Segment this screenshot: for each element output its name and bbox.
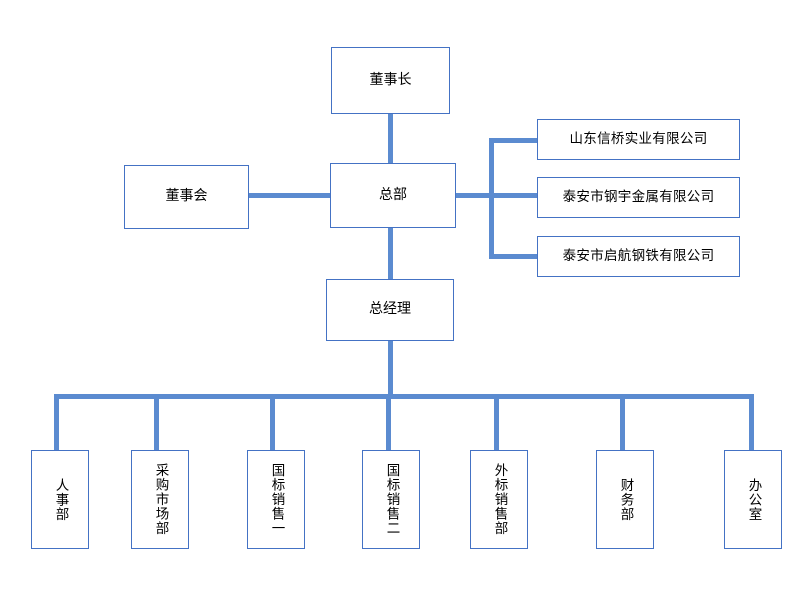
connector-department-drop-5 (494, 394, 499, 452)
node-subsidiary-1[interactable]: 山东信桥实业有限公司 (537, 119, 740, 160)
connector-department-drop-6 (620, 394, 625, 452)
node-department-4-label: 国标销售二 (383, 463, 400, 536)
node-chairman-label: 董事长 (369, 71, 412, 88)
connector-headquarters-to-general-manager (388, 228, 393, 280)
node-subsidiary-3-label: 泰安市启航钢铁有限公司 (562, 248, 715, 265)
connector-general-manager-to-department-bus (388, 341, 393, 397)
node-department-5-label: 外标销售部 (491, 463, 508, 536)
node-board-of-directors-label: 董事会 (165, 188, 208, 205)
connector-subsidiary-trunk (489, 138, 494, 258)
node-headquarters[interactable]: 总部 (330, 163, 456, 228)
node-general-manager-label: 总经理 (369, 301, 411, 318)
node-department-6-label: 财务部 (617, 477, 634, 522)
node-department-6[interactable]: 财务部 (596, 450, 654, 549)
node-department-1[interactable]: 人事部 (31, 450, 89, 549)
node-headquarters-label: 总部 (379, 186, 407, 203)
node-department-7-label: 办公室 (745, 477, 762, 522)
node-general-manager[interactable]: 总经理 (326, 279, 454, 341)
node-department-3-label: 国标销售一 (268, 463, 285, 536)
connector-subsidiary-1-branch (489, 138, 538, 143)
connector-department-drop-4 (386, 394, 391, 452)
node-subsidiary-2-label: 泰安市钢宇金属有限公司 (562, 189, 715, 206)
connector-department-drop-3 (270, 394, 275, 452)
node-department-2[interactable]: 采购市场部 (131, 450, 189, 549)
node-department-1-label: 人事部 (52, 477, 69, 522)
connector-chairman-to-headquarters (388, 114, 393, 164)
node-subsidiary-2[interactable]: 泰安市钢宇金属有限公司 (537, 177, 740, 218)
connector-board-to-headquarters (249, 193, 331, 198)
node-chairman[interactable]: 董事长 (331, 47, 450, 114)
node-department-3[interactable]: 国标销售一 (247, 450, 305, 549)
connector-headquarters-to-subsidiary-trunk (456, 193, 538, 198)
connector-subsidiary-3-branch (489, 254, 538, 259)
node-board-of-directors[interactable]: 董事会 (124, 165, 249, 229)
connector-department-drop-2 (154, 394, 159, 452)
node-subsidiary-1-label: 山东信桥实业有限公司 (569, 131, 708, 148)
node-department-7[interactable]: 办公室 (724, 450, 782, 549)
connector-department-drop-1 (54, 394, 59, 452)
node-department-4[interactable]: 国标销售二 (362, 450, 420, 549)
node-department-2-label: 采购市场部 (152, 463, 169, 536)
department-bus-line (54, 394, 754, 399)
connector-department-drop-7 (749, 394, 754, 452)
node-department-5[interactable]: 外标销售部 (470, 450, 528, 549)
node-subsidiary-3[interactable]: 泰安市启航钢铁有限公司 (537, 236, 740, 277)
